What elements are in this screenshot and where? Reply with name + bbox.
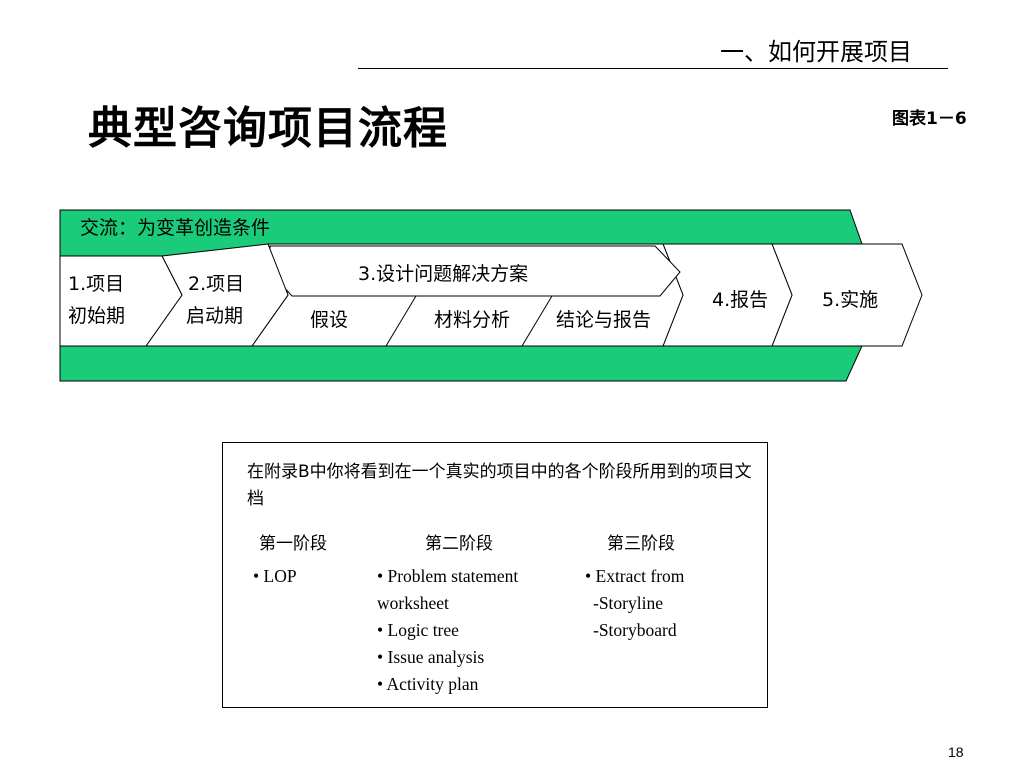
header-divider [358, 68, 948, 69]
phase-3-heading: 第三阶段 [607, 534, 675, 554]
phase-3-documents: • Extract from -Storyline -Storyboard [585, 563, 684, 644]
figure-label: 图表1－6 [892, 109, 967, 129]
stage-1-shape [59, 255, 183, 347]
page-title: 典型咨询项目流程 [88, 103, 448, 154]
appendix-intro: 在附录B中你将看到在一个真实的项目中的各个阶段所用到的项目文档 [247, 462, 752, 509]
list-item: • Problem statement [377, 566, 519, 586]
phase-2-heading: 第二阶段 [425, 534, 493, 554]
list-item: -Storyboard [593, 620, 677, 640]
phase-1-heading: 第一阶段 [259, 534, 327, 554]
phase-2-documents: • Problem statement worksheet • Logic tr… [377, 563, 518, 698]
list-item: • Issue analysis [377, 647, 485, 667]
page-number: 18 [948, 744, 964, 760]
stage-3-sub-hypothesis: 假设 [310, 309, 348, 331]
stage-5-label: 5.实施 [822, 289, 878, 311]
list-item: -Storyline [593, 593, 663, 613]
stage-2-label-line1: 2.项目 [188, 273, 244, 295]
list-item: • Activity plan [377, 674, 479, 694]
stage-3-divider-2 [521, 295, 553, 347]
list-item: • Extract from [585, 566, 685, 586]
stage-4-label: 4.报告 [712, 289, 768, 311]
stage-3-sub-conclusion: 结论与报告 [556, 309, 651, 331]
list-item: worksheet [377, 593, 449, 613]
banner-label: 交流：为变革创造条件 [80, 217, 270, 239]
stage-3-label: 3.设计问题解决方案 [358, 263, 528, 285]
stage-3-sub-analysis: 材料分析 [434, 309, 510, 331]
stage-1-label-line2: 初始期 [68, 305, 125, 327]
appendix-box: 在附录B中你将看到在一个真实的项目中的各个阶段所用到的项目文档 第一阶段 第二阶… [222, 442, 768, 708]
process-flow-diagram: 交流：为变革创造条件 1.项目 初始期 2.项目 启动期 3.设计问题解决方案 … [59, 209, 923, 382]
stage-3-divider-1 [385, 295, 417, 347]
list-item: • Logic tree [377, 620, 459, 640]
stage-2-label-line2: 启动期 [186, 305, 243, 327]
stage-1-label-line1: 1.项目 [68, 273, 124, 295]
phase-1-documents: • LOP [253, 563, 297, 590]
list-item: • LOP [253, 566, 297, 586]
section-title: 一、如何开展项目 [720, 38, 912, 66]
